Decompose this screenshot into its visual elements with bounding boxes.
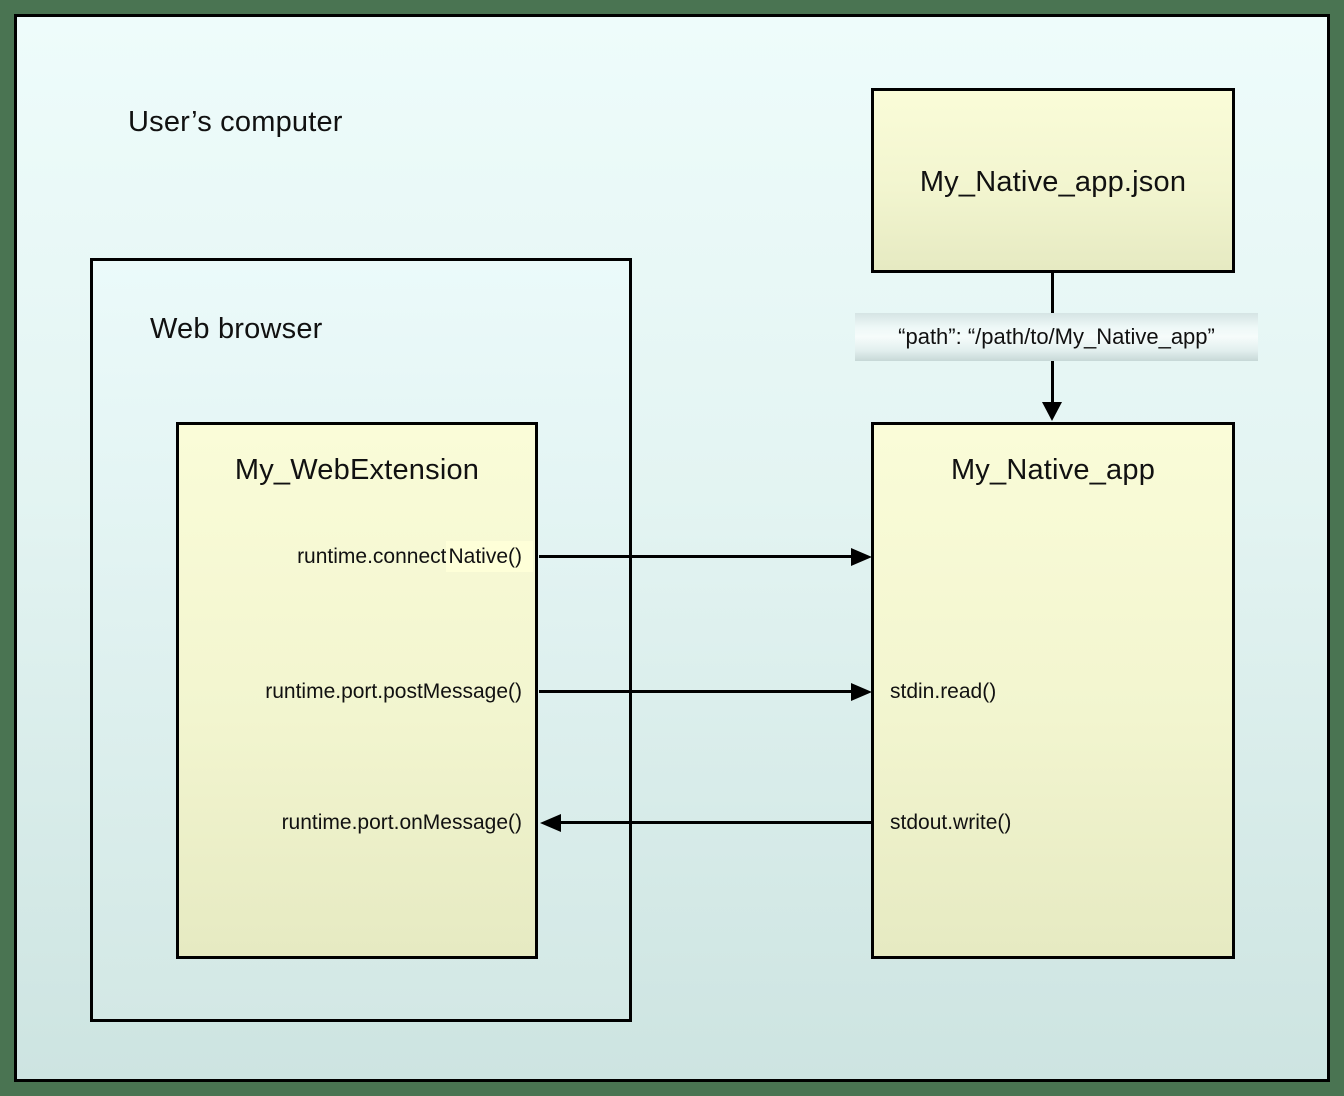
native-app-json-box <box>871 88 1235 273</box>
connect-native-arrowhead-icon <box>851 548 872 566</box>
path-label-band: “path”: “/path/to/My_Native_app” <box>855 313 1258 361</box>
webextension-title: My_WebExtension <box>234 454 480 486</box>
web-browser-label: Web browser <box>150 313 323 345</box>
native-app-box <box>871 422 1235 959</box>
native-app-json-title: My_Native_app.json <box>919 166 1187 198</box>
stdout-arrow-line <box>555 821 872 824</box>
webextension-box <box>176 422 538 959</box>
native-app-title: My_Native_app <box>950 454 1156 486</box>
connect-native-prefix: runtime.connect <box>297 545 447 568</box>
stdout-write-label: stdout.write() <box>890 811 1012 834</box>
connect-native-arrow-line <box>539 555 857 558</box>
post-message-label: runtime.port.postMessage() <box>265 680 522 703</box>
post-message-arrow-line <box>539 690 857 693</box>
post-message-arrowhead-icon <box>851 683 872 701</box>
manifest-arrowhead-icon <box>1042 402 1062 421</box>
users-computer-label: User’s computer <box>128 106 343 138</box>
connect-native-label: runtime.connectNative() <box>297 541 533 572</box>
stdout-arrowhead-icon <box>540 814 561 832</box>
connect-native-highlight: Native() <box>446 541 533 572</box>
stdin-read-label: stdin.read() <box>890 680 997 703</box>
on-message-label: runtime.port.onMessage() <box>281 811 522 834</box>
